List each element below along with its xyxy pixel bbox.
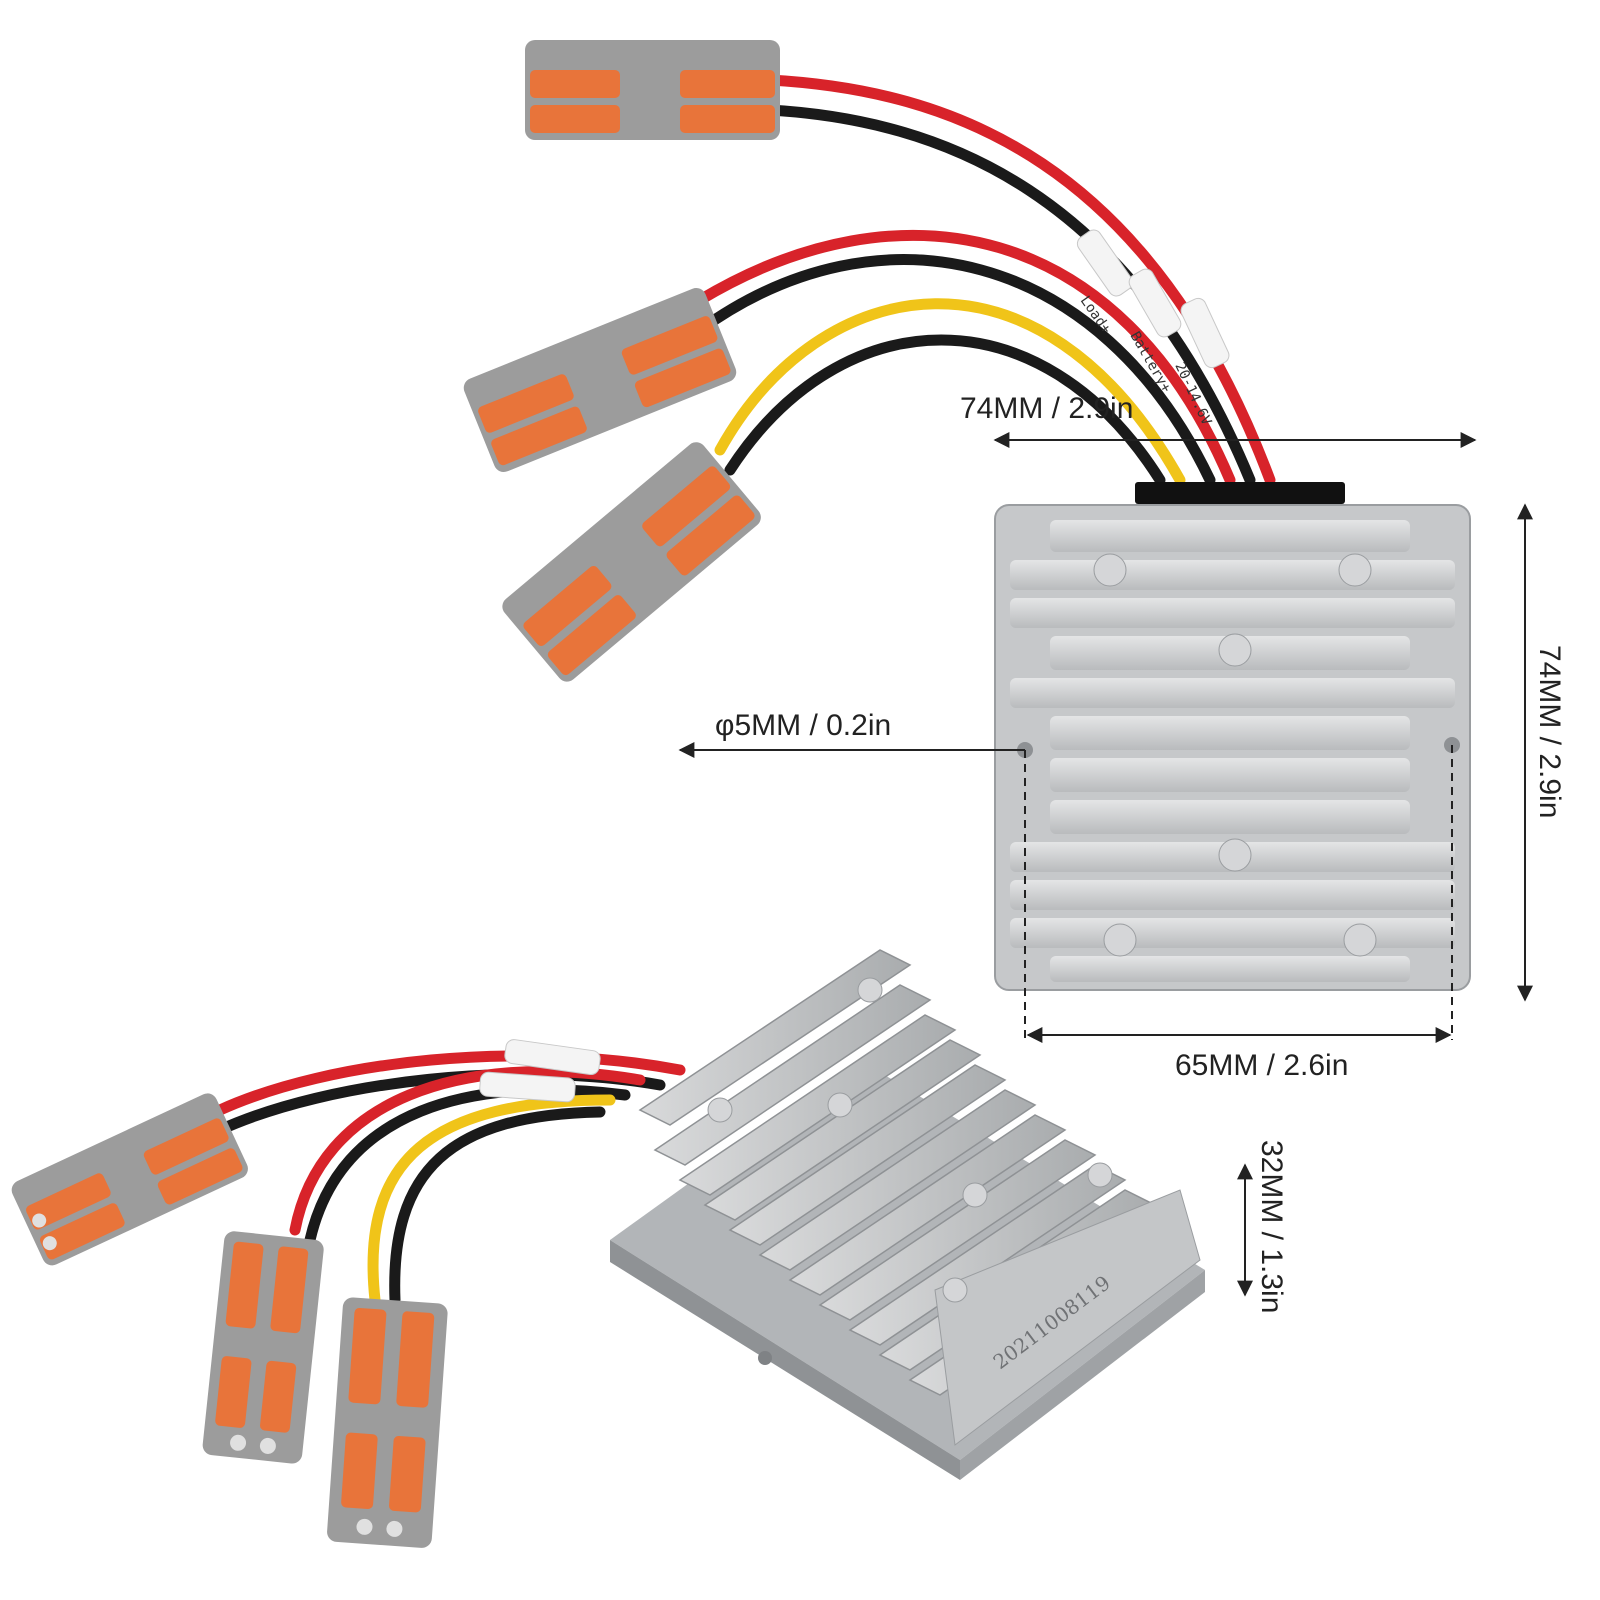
bottom-view-converter: 20211008119 [214,949,1205,1480]
end-face [934,1189,1201,1446]
lever-connector-1 [525,40,780,140]
bottom-lever-connectors [11,1093,448,1548]
top-width-label: 74MM / 2.9in [960,392,1133,425]
bottom-screw-bosses [707,977,1113,1303]
bottom-wire-sleeves [479,1039,601,1103]
screw-bosses [1093,553,1377,957]
hole-label: φ5MM / 0.2in [715,709,891,742]
cable-grommet [1135,482,1345,504]
top-view-converter: Load+ Battery+ 20-14.6V [694,74,1471,991]
height-label: 74MM / 2.9in [1533,645,1566,818]
lever-connector-6 [327,1297,448,1548]
lever-connector-5 [202,1231,324,1464]
bottom-mounting-hole [758,1351,772,1365]
thickness-label: 32MM / 1.3in [1255,1140,1288,1313]
lever-connector-4 [11,1093,248,1266]
top-lever-connectors [463,40,780,682]
lever-connector-2 [463,287,737,473]
body-width-label: 65MM / 2.6in [1175,1049,1348,1082]
dimension-annotations: 74MM / 2.9in 74MM / 2.9in φ5MM / 0.2in 6… [678,392,1566,1313]
lever-connector-3 [502,442,761,682]
